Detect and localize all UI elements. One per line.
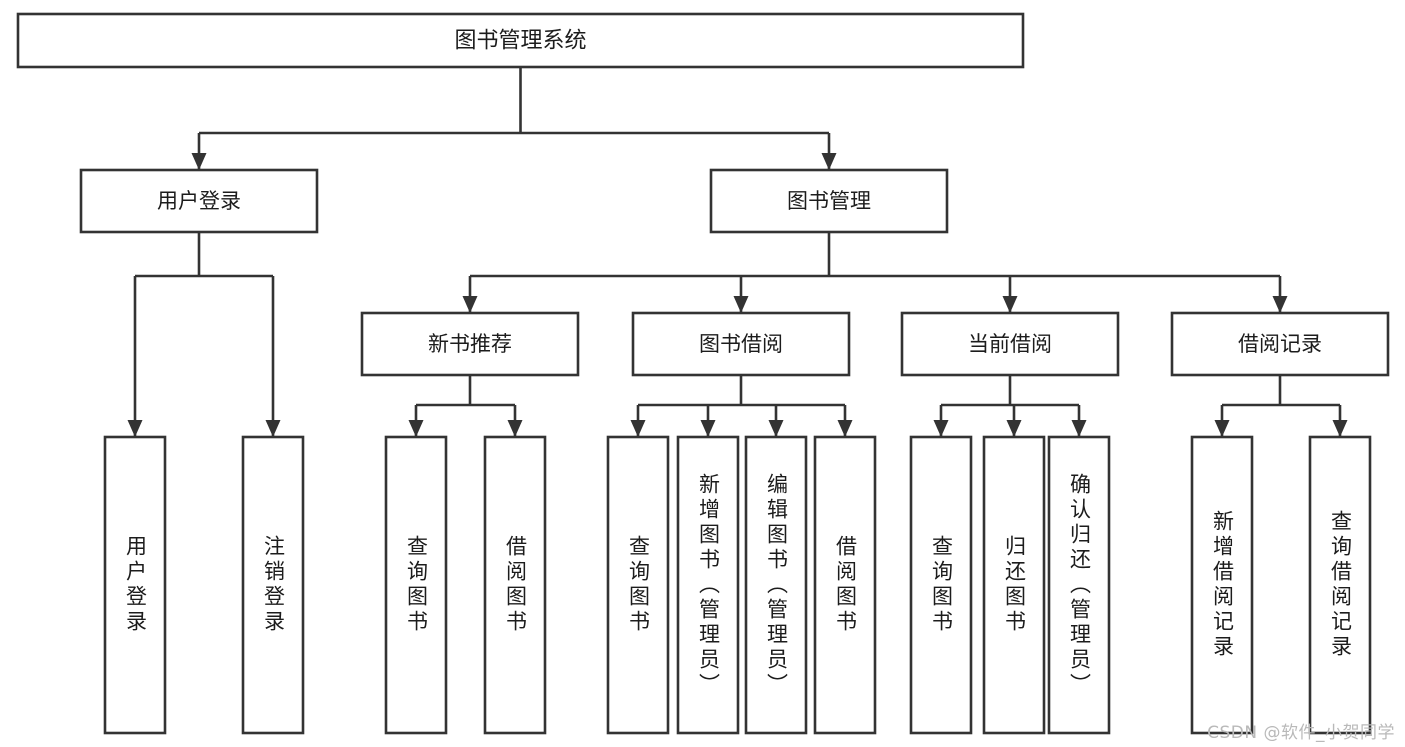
node-leaf-add-book[interactable] xyxy=(676,435,740,735)
node-borrow-record[interactable]: 借阅记录 xyxy=(1170,311,1390,377)
conn-root-arrow-0 xyxy=(191,153,207,170)
node-leaf-logout[interactable] xyxy=(241,435,305,735)
node-user-login-rect[interactable] xyxy=(79,168,319,234)
node-leaf-user-login-rect[interactable] xyxy=(103,435,167,735)
node-book-borrow[interactable]: 图书借阅 xyxy=(631,311,851,377)
conn-book-borrow-arrow-1 xyxy=(700,420,716,437)
node-book-manage[interactable]: 图书管理 xyxy=(709,168,949,234)
node-root-rect[interactable] xyxy=(16,12,1025,69)
node-leaf-add-record-rect[interactable] xyxy=(1190,435,1254,735)
node-book-manage-label: 图书管理 xyxy=(787,189,871,213)
conn-user-login-arrow-1 xyxy=(265,420,281,437)
node-leaf-borrow-book-1-rect[interactable] xyxy=(483,435,547,735)
conn-current-borrow-arrow-1 xyxy=(1006,420,1022,437)
node-leaf-query-book-2-rect[interactable] xyxy=(606,435,670,735)
node-book-manage-rect[interactable] xyxy=(709,168,949,234)
node-leaf-add-record[interactable] xyxy=(1190,435,1254,735)
node-leaf-confirm-return[interactable] xyxy=(1047,435,1111,735)
conn-root-arrow-1 xyxy=(821,153,837,170)
conn-new-book-rec-arrow-1 xyxy=(507,420,523,437)
node-leaf-query-book-3[interactable] xyxy=(909,435,973,735)
conn-book-borrow-arrow-0 xyxy=(630,420,646,437)
node-current-borrow[interactable]: 当前借阅 xyxy=(900,311,1120,377)
node-current-borrow-rect[interactable] xyxy=(900,311,1120,377)
node-leaf-edit-book-rect[interactable] xyxy=(744,435,808,735)
node-new-book-rec[interactable]: 新书推荐 xyxy=(360,311,580,377)
node-book-borrow-label: 图书借阅 xyxy=(699,332,783,356)
node-new-book-rec-rect[interactable] xyxy=(360,311,580,377)
conn-book-manage-arrow-3 xyxy=(1272,296,1288,313)
node-leaf-query-book-3-rect[interactable] xyxy=(909,435,973,735)
node-leaf-borrow-book-2[interactable] xyxy=(813,435,877,735)
node-root[interactable]: 图书管理系统 xyxy=(16,12,1025,69)
node-user-login-label: 用户登录 xyxy=(157,189,241,213)
node-leaf-logout-rect[interactable] xyxy=(241,435,305,735)
conn-borrow-record-arrow-0 xyxy=(1214,420,1230,437)
conn-borrow-record-arrow-1 xyxy=(1332,420,1348,437)
conn-book-borrow-arrow-3 xyxy=(837,420,853,437)
node-new-book-rec-label: 新书推荐 xyxy=(428,332,512,356)
node-leaf-confirm-return-rect[interactable] xyxy=(1047,435,1111,735)
conn-new-book-rec-arrow-0 xyxy=(408,420,424,437)
node-leaf-return-book[interactable] xyxy=(982,435,1046,735)
conn-current-borrow-arrow-2 xyxy=(1071,420,1087,437)
node-leaf-borrow-book-1[interactable] xyxy=(483,435,547,735)
node-leaf-query-book-1-rect[interactable] xyxy=(384,435,448,735)
node-borrow-record-label: 借阅记录 xyxy=(1238,332,1322,356)
conn-book-manage-arrow-0 xyxy=(462,296,478,313)
conn-book-manage-arrow-1 xyxy=(733,296,749,313)
node-leaf-query-record-rect[interactable] xyxy=(1308,435,1372,735)
node-book-borrow-rect[interactable] xyxy=(631,311,851,377)
watermark-label: CSDN @软件_小贺同学 xyxy=(1207,723,1395,743)
conn-book-manage-arrow-2 xyxy=(1002,296,1018,313)
node-leaf-query-record[interactable] xyxy=(1308,435,1372,735)
node-leaf-return-book-rect[interactable] xyxy=(982,435,1046,735)
node-leaf-add-book-rect[interactable] xyxy=(676,435,740,735)
node-leaf-edit-book[interactable] xyxy=(744,435,808,735)
node-borrow-record-rect[interactable] xyxy=(1170,311,1390,377)
node-current-borrow-label: 当前借阅 xyxy=(968,332,1052,356)
node-leaf-query-book-2[interactable] xyxy=(606,435,670,735)
node-leaf-user-login[interactable] xyxy=(103,435,167,735)
node-leaf-query-book-1[interactable] xyxy=(384,435,448,735)
node-user-login[interactable]: 用户登录 xyxy=(79,168,319,234)
connector-layer xyxy=(127,67,1348,437)
node-root-label: 图书管理系统 xyxy=(454,29,586,54)
node-leaf-borrow-book-2-rect[interactable] xyxy=(813,435,877,735)
conn-current-borrow-arrow-0 xyxy=(933,420,949,437)
conn-user-login-arrow-0 xyxy=(127,420,143,437)
conn-book-borrow-arrow-2 xyxy=(768,420,784,437)
